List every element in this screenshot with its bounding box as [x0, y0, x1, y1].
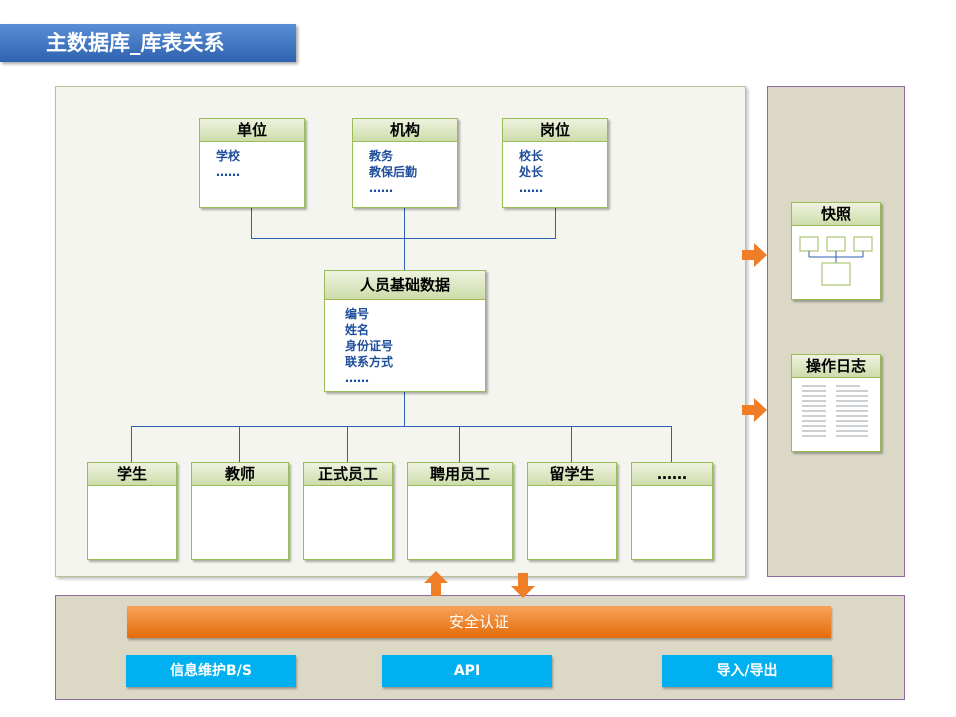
entity-field: …… — [519, 181, 543, 195]
entity-field: 教保后勤 — [369, 165, 418, 179]
entity-title: 教师 — [192, 463, 288, 486]
entity-title: 学生 — [88, 463, 176, 486]
snapshot-title: 快照 — [792, 203, 880, 226]
entity-box-unit: 单位 学校 …… — [199, 118, 305, 208]
import-export-button[interactable]: 导入/导出 — [662, 655, 832, 687]
entity-field: 教务 — [369, 149, 394, 163]
entity-field: 身份证号 — [345, 339, 394, 353]
entity-title: 正式员工 — [304, 463, 392, 486]
arrow-up-icon — [424, 571, 448, 596]
api-button[interactable]: API — [382, 655, 552, 687]
entity-field: 学校 — [216, 149, 241, 163]
snapshot-box: 快照 — [791, 202, 881, 300]
connector-line — [459, 426, 460, 462]
entity-field: 联系方式 — [345, 355, 394, 369]
side-panel — [767, 86, 905, 577]
info-maintenance-button[interactable]: 信息维护B/S — [126, 655, 296, 687]
entity-field: 校长 — [519, 149, 544, 163]
connector-line — [251, 206, 252, 238]
connector-line — [347, 426, 348, 462]
arrow-right-icon — [742, 243, 767, 267]
connector-line — [404, 390, 405, 426]
entity-field: …… — [369, 181, 393, 195]
log-table-thumbnail-icon — [802, 385, 868, 437]
page-title: 主数据库_库表关系 — [0, 24, 296, 62]
entity-field: 编号 — [345, 307, 370, 321]
entity-box-student: 学生 — [87, 462, 177, 560]
connector-line — [251, 238, 556, 239]
entity-title: 聘用员工 — [408, 463, 512, 486]
entity-field: 处长 — [519, 165, 544, 179]
arrow-right-icon — [742, 398, 767, 422]
connector-line — [555, 206, 556, 238]
entity-box-formal-staff: 正式员工 — [303, 462, 393, 560]
entity-title: 单位 — [200, 119, 304, 142]
entity-field: 姓名 — [345, 323, 370, 337]
connector-line — [671, 426, 672, 462]
security-auth-bar: 安全认证 — [127, 606, 831, 638]
arrow-down-icon — [511, 573, 535, 598]
connector-line — [131, 426, 132, 462]
entity-box-intl-student: 留学生 — [527, 462, 617, 560]
entity-box-contract-staff: 聘用员工 — [407, 462, 513, 560]
entity-field: …… — [216, 165, 240, 179]
entity-box-post: 岗位 校长 处长 …… — [502, 118, 608, 208]
entity-title: 机构 — [353, 119, 457, 142]
entity-title: 岗位 — [503, 119, 607, 142]
entity-title: 留学生 — [528, 463, 616, 486]
connector-line — [131, 426, 672, 427]
entity-box-more: …… — [631, 462, 713, 560]
entity-box-org: 机构 教务 教保后勤 …… — [352, 118, 458, 208]
connector-line — [571, 426, 572, 462]
entity-field: …… — [345, 371, 369, 385]
operation-log-box: 操作日志 — [791, 354, 881, 452]
entity-box-person: 人员基础数据 编号 姓名 身份证号 联系方式 …… — [324, 270, 486, 392]
entity-box-teacher: 教师 — [191, 462, 289, 560]
entity-title: …… — [632, 463, 712, 486]
entity-title: 人员基础数据 — [325, 271, 485, 300]
connector-line — [239, 426, 240, 462]
operation-log-title: 操作日志 — [792, 355, 880, 378]
snapshot-thumbnail-icon — [799, 236, 873, 286]
